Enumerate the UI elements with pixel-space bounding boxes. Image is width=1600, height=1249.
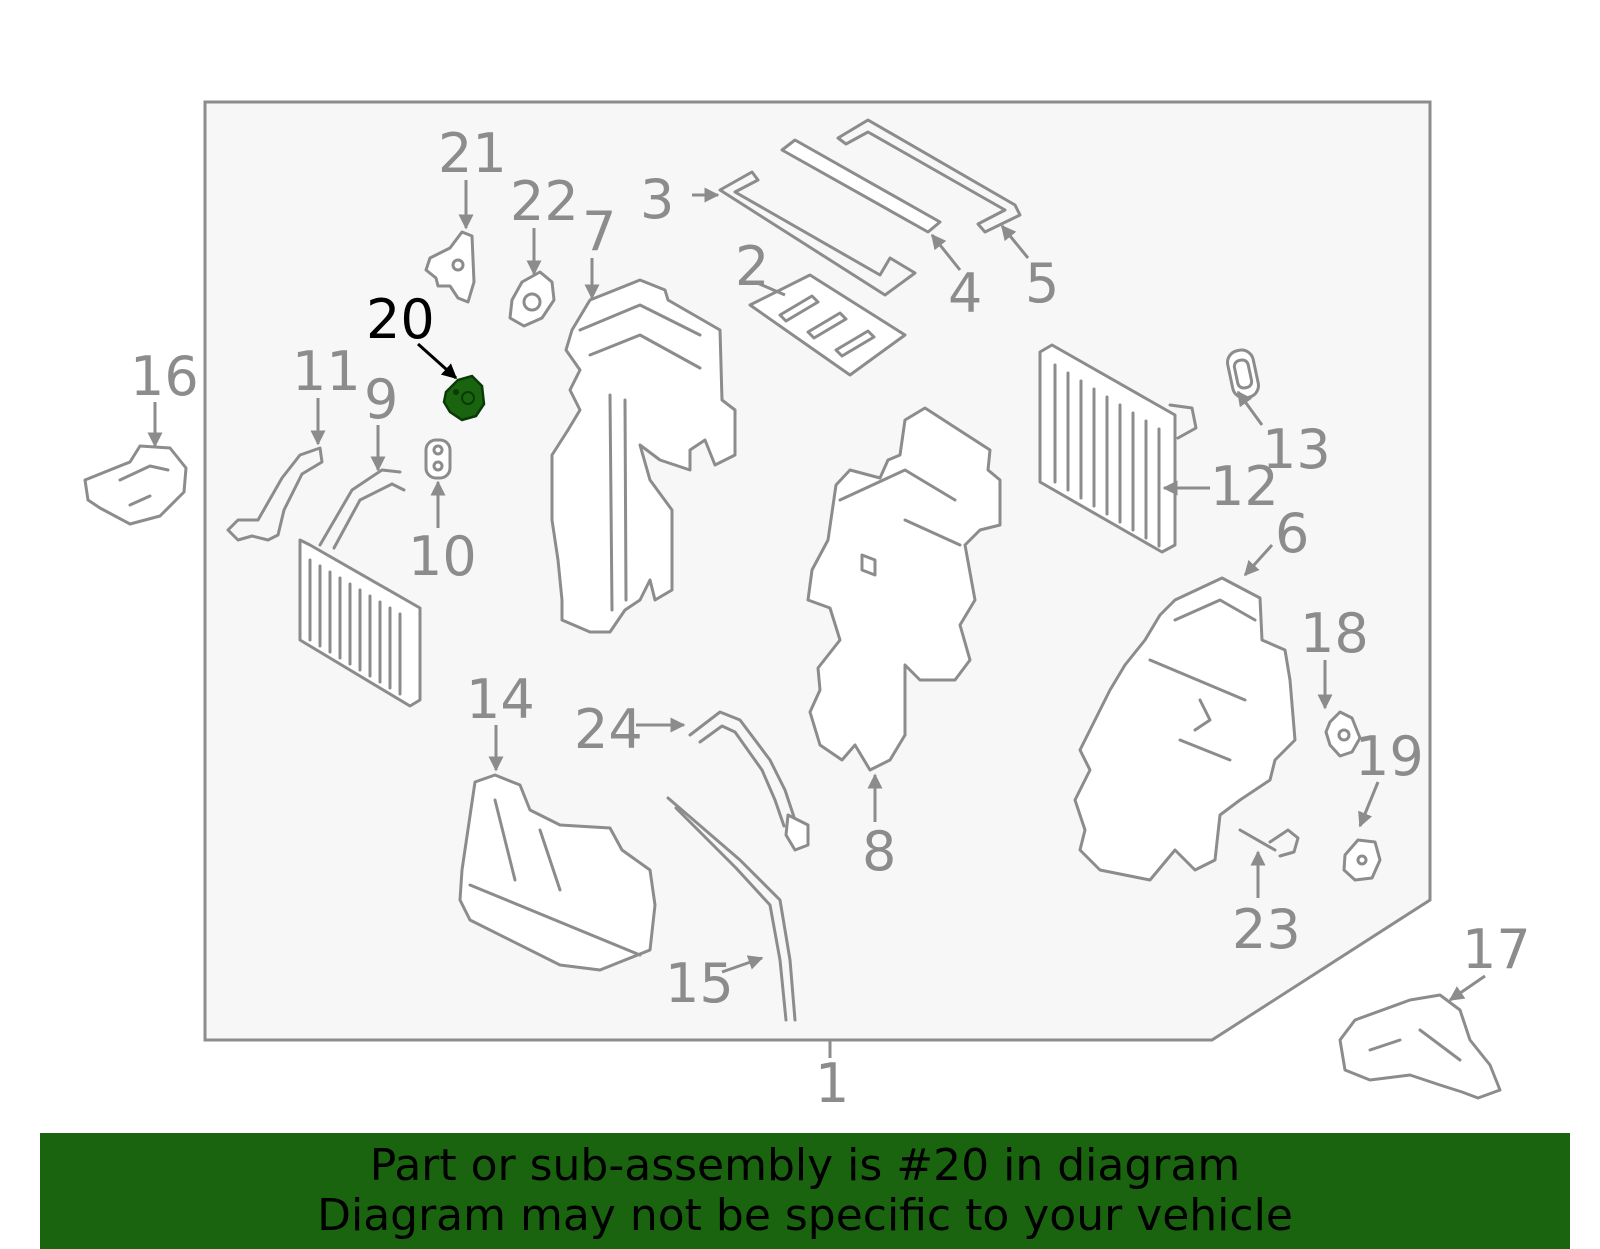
banner-line-1: Part or sub-assembly is #20 in diagram [369, 1140, 1241, 1191]
part-6-case [1073, 576, 1297, 882]
callout-4: 4 [948, 262, 982, 325]
callout-10: 10 [408, 525, 477, 588]
part-24-hose [688, 710, 810, 852]
part-12-evaporator [1038, 343, 1198, 554]
callout-19: 19 [1355, 725, 1424, 788]
part-7-case [550, 278, 737, 634]
callout-8: 8 [862, 820, 896, 883]
callout-14: 14 [466, 668, 535, 731]
info-banner: Part or sub-assembly is #20 in diagram D… [40, 1133, 1570, 1249]
part-4-seal [780, 138, 942, 234]
part-22-motor [508, 270, 556, 328]
callout-12: 12 [1210, 455, 1279, 518]
callout-23: 23 [1232, 898, 1301, 961]
callout-18: 18 [1300, 602, 1369, 665]
callout-11: 11 [292, 340, 361, 403]
callout-2: 2 [735, 235, 769, 298]
part-9-heater-core [298, 468, 422, 708]
part-8-case [806, 406, 1002, 772]
callout-9: 9 [364, 368, 398, 431]
callout-1: 1 [815, 1052, 849, 1115]
callout-7: 7 [582, 200, 616, 263]
callout-5: 5 [1025, 252, 1059, 315]
part-19-sensor [1342, 838, 1382, 882]
callout-21: 21 [438, 122, 507, 185]
part-5-seal [836, 118, 1022, 234]
part-17-duct [1338, 993, 1502, 1100]
part-21-actuator [424, 230, 476, 304]
part-11-pipe [226, 446, 324, 542]
callout-13: 13 [1262, 418, 1331, 481]
part-23-sensor [1238, 828, 1300, 858]
callout-15: 15 [665, 952, 734, 1015]
callout-3: 3 [640, 168, 674, 231]
part-3-seal [718, 170, 917, 297]
part-20-highlighted [442, 374, 486, 422]
callout-24: 24 [574, 698, 643, 761]
part-14-housing [458, 773, 657, 972]
part-2-plate [748, 273, 907, 377]
callout-22: 22 [510, 170, 579, 233]
callout-17: 17 [1462, 918, 1531, 981]
part-10-gasket [424, 438, 452, 480]
callout-6: 6 [1275, 502, 1309, 565]
callout-16: 16 [130, 345, 199, 408]
callout-20-highlighted: 20 [366, 288, 435, 351]
part-15-tube [666, 796, 797, 1022]
part-18-actuator [1324, 710, 1362, 758]
part-16-duct [83, 444, 188, 526]
banner-line-2: Diagram may not be specific to your vehi… [317, 1190, 1293, 1241]
